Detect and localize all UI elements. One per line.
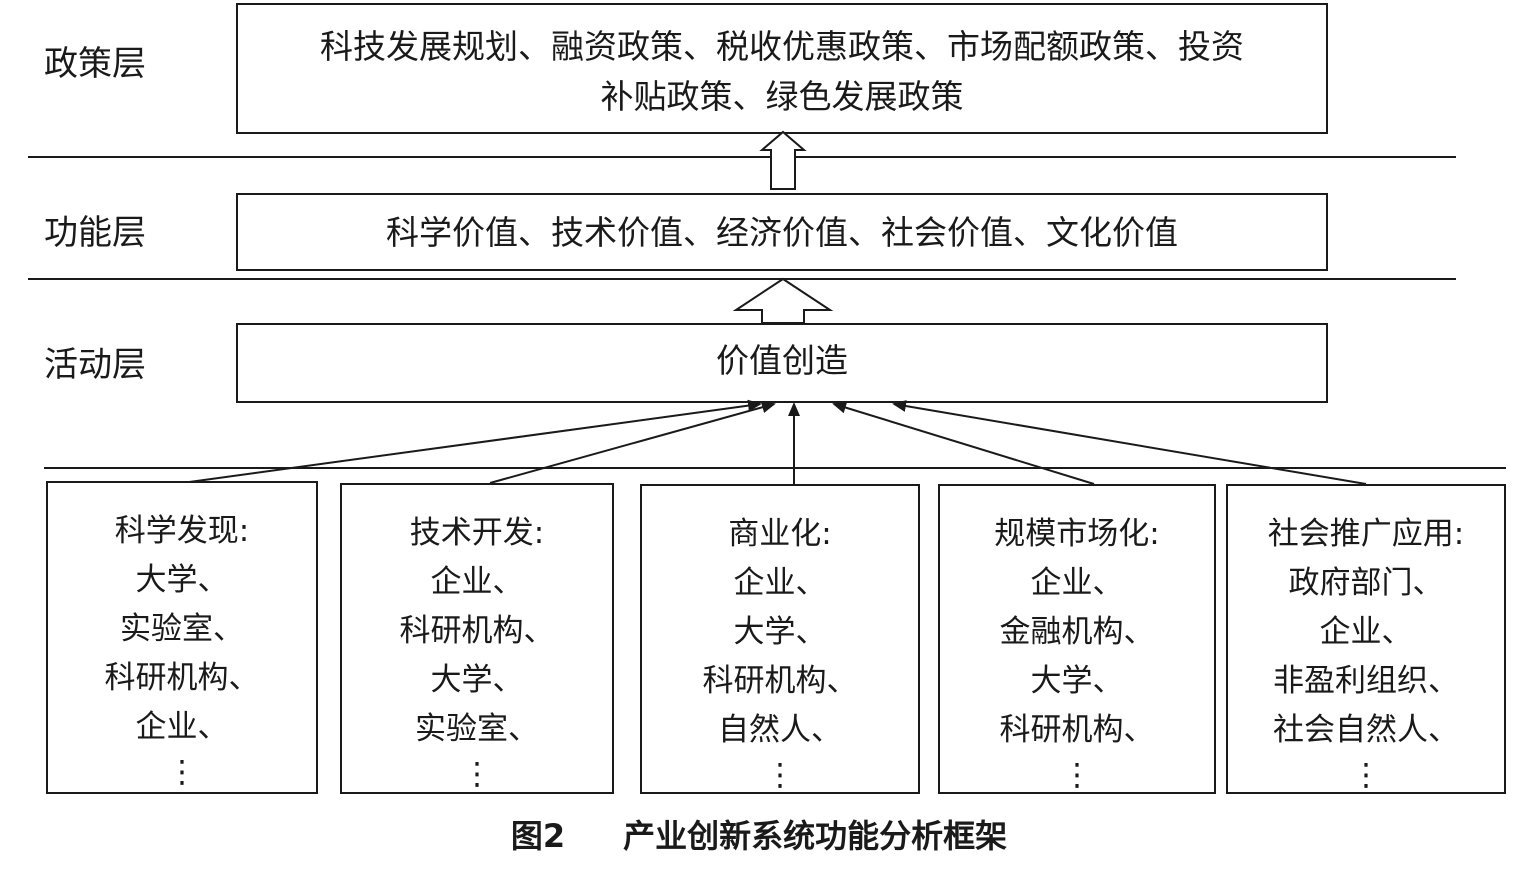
actor-box-social-application: 社会推广应用: 政府部门、 企业、 非盈利组织、 社会自然人、 ⋮ — [1226, 484, 1506, 794]
hollow-arrow-function-to-policy — [759, 130, 807, 190]
actor-item: 企业、 — [1319, 614, 1413, 650]
actor-box-scale-marketization: 规模市场化: 企业、 金融机构、 大学、 科研机构、 ⋮ — [938, 484, 1216, 794]
ellipsis: ⋮ — [461, 756, 493, 792]
actor-item: 实验室、 — [415, 711, 539, 747]
actor-box-science-discovery: 科学发现: 大学、 实验室、 科研机构、 企业、 ⋮ — [46, 481, 318, 794]
actor-item: 科研机构、 — [104, 660, 260, 696]
actor-item: 大学、 — [733, 614, 827, 650]
arrow-science-discovery — [181, 399, 762, 484]
ellipsis: ⋮ — [764, 757, 796, 793]
actor-title: 规模市场化: — [994, 516, 1160, 552]
actor-item: 政府部门、 — [1288, 565, 1444, 601]
actor-item: 企业、 — [135, 709, 229, 745]
ellipsis: ⋮ — [166, 754, 198, 790]
layer-divider-policy-function — [28, 156, 1456, 158]
activity-box: 价值创造 — [236, 323, 1328, 403]
actor-box-tech-development: 技术开发: 企业、 科研机构、 大学、 实验室、 ⋮ — [340, 483, 614, 794]
actor-item: 金融机构、 — [999, 614, 1155, 650]
actor-item: 大学、 — [1030, 663, 1124, 699]
actor-item: 科研机构、 — [702, 663, 858, 699]
function-text: 科学价值、技术价值、经济价值、社会价值、文化价值 — [386, 213, 1178, 252]
actor-item: 社会自然人、 — [1273, 712, 1459, 748]
arrow-scale-marketization — [832, 401, 1095, 485]
actor-item: 企业、 — [1030, 565, 1124, 601]
activity-text: 价值创造 — [716, 341, 848, 380]
actor-box-commercialization: 商业化: 企业、 大学、 科研机构、 自然人、 ⋮ — [640, 484, 920, 794]
ellipsis: ⋮ — [1350, 757, 1382, 793]
ellipsis: ⋮ — [1061, 757, 1093, 793]
actor-title: 商业化: — [728, 516, 832, 552]
arrow-social-application — [892, 400, 1367, 485]
actor-title: 科学发现: — [114, 513, 250, 549]
actor-title: 社会推广应用: — [1267, 516, 1465, 552]
figure-number: 图2 — [510, 817, 566, 855]
policy-box: 科技发展规划、融资政策、税收优惠政策、市场配额政策、投资 补贴政策、绿色发展政策 — [236, 3, 1328, 134]
actor-item: 科研机构、 — [399, 613, 555, 649]
function-box: 科学价值、技术价值、经济价值、社会价值、文化价值 — [236, 193, 1328, 271]
actor-item: 实验室、 — [120, 611, 244, 647]
actor-item: 企业、 — [430, 564, 524, 600]
function-layer-label: 功能层 — [44, 213, 146, 253]
layer-divider-function-activity — [28, 278, 1456, 280]
policy-text-line2: 补贴政策、绿色发展政策 — [600, 77, 964, 116]
actor-item: 大学、 — [430, 662, 524, 698]
actor-item: 企业、 — [733, 565, 827, 601]
actor-item: 科研机构、 — [999, 712, 1155, 748]
actor-title: 技术开发: — [409, 515, 545, 551]
figure-caption: 图2 产业创新系统功能分析框架 — [0, 814, 1518, 858]
actor-item: 大学、 — [135, 562, 229, 598]
actor-item: 自然人、 — [718, 712, 842, 748]
layer-divider-activity-actors — [44, 467, 1506, 469]
policy-text-line1: 科技发展规划、融资政策、税收优惠政策、市场配额政策、投资 — [320, 27, 1244, 66]
figure-title: 产业创新系统功能分析框架 — [623, 817, 1008, 855]
activity-layer-label: 活动层 — [44, 345, 146, 385]
policy-layer-label: 政策层 — [44, 44, 146, 84]
actor-item: 非盈利组织、 — [1273, 663, 1459, 699]
arrow-tech-development — [489, 401, 776, 484]
hollow-arrow-activity-to-function — [732, 277, 834, 324]
